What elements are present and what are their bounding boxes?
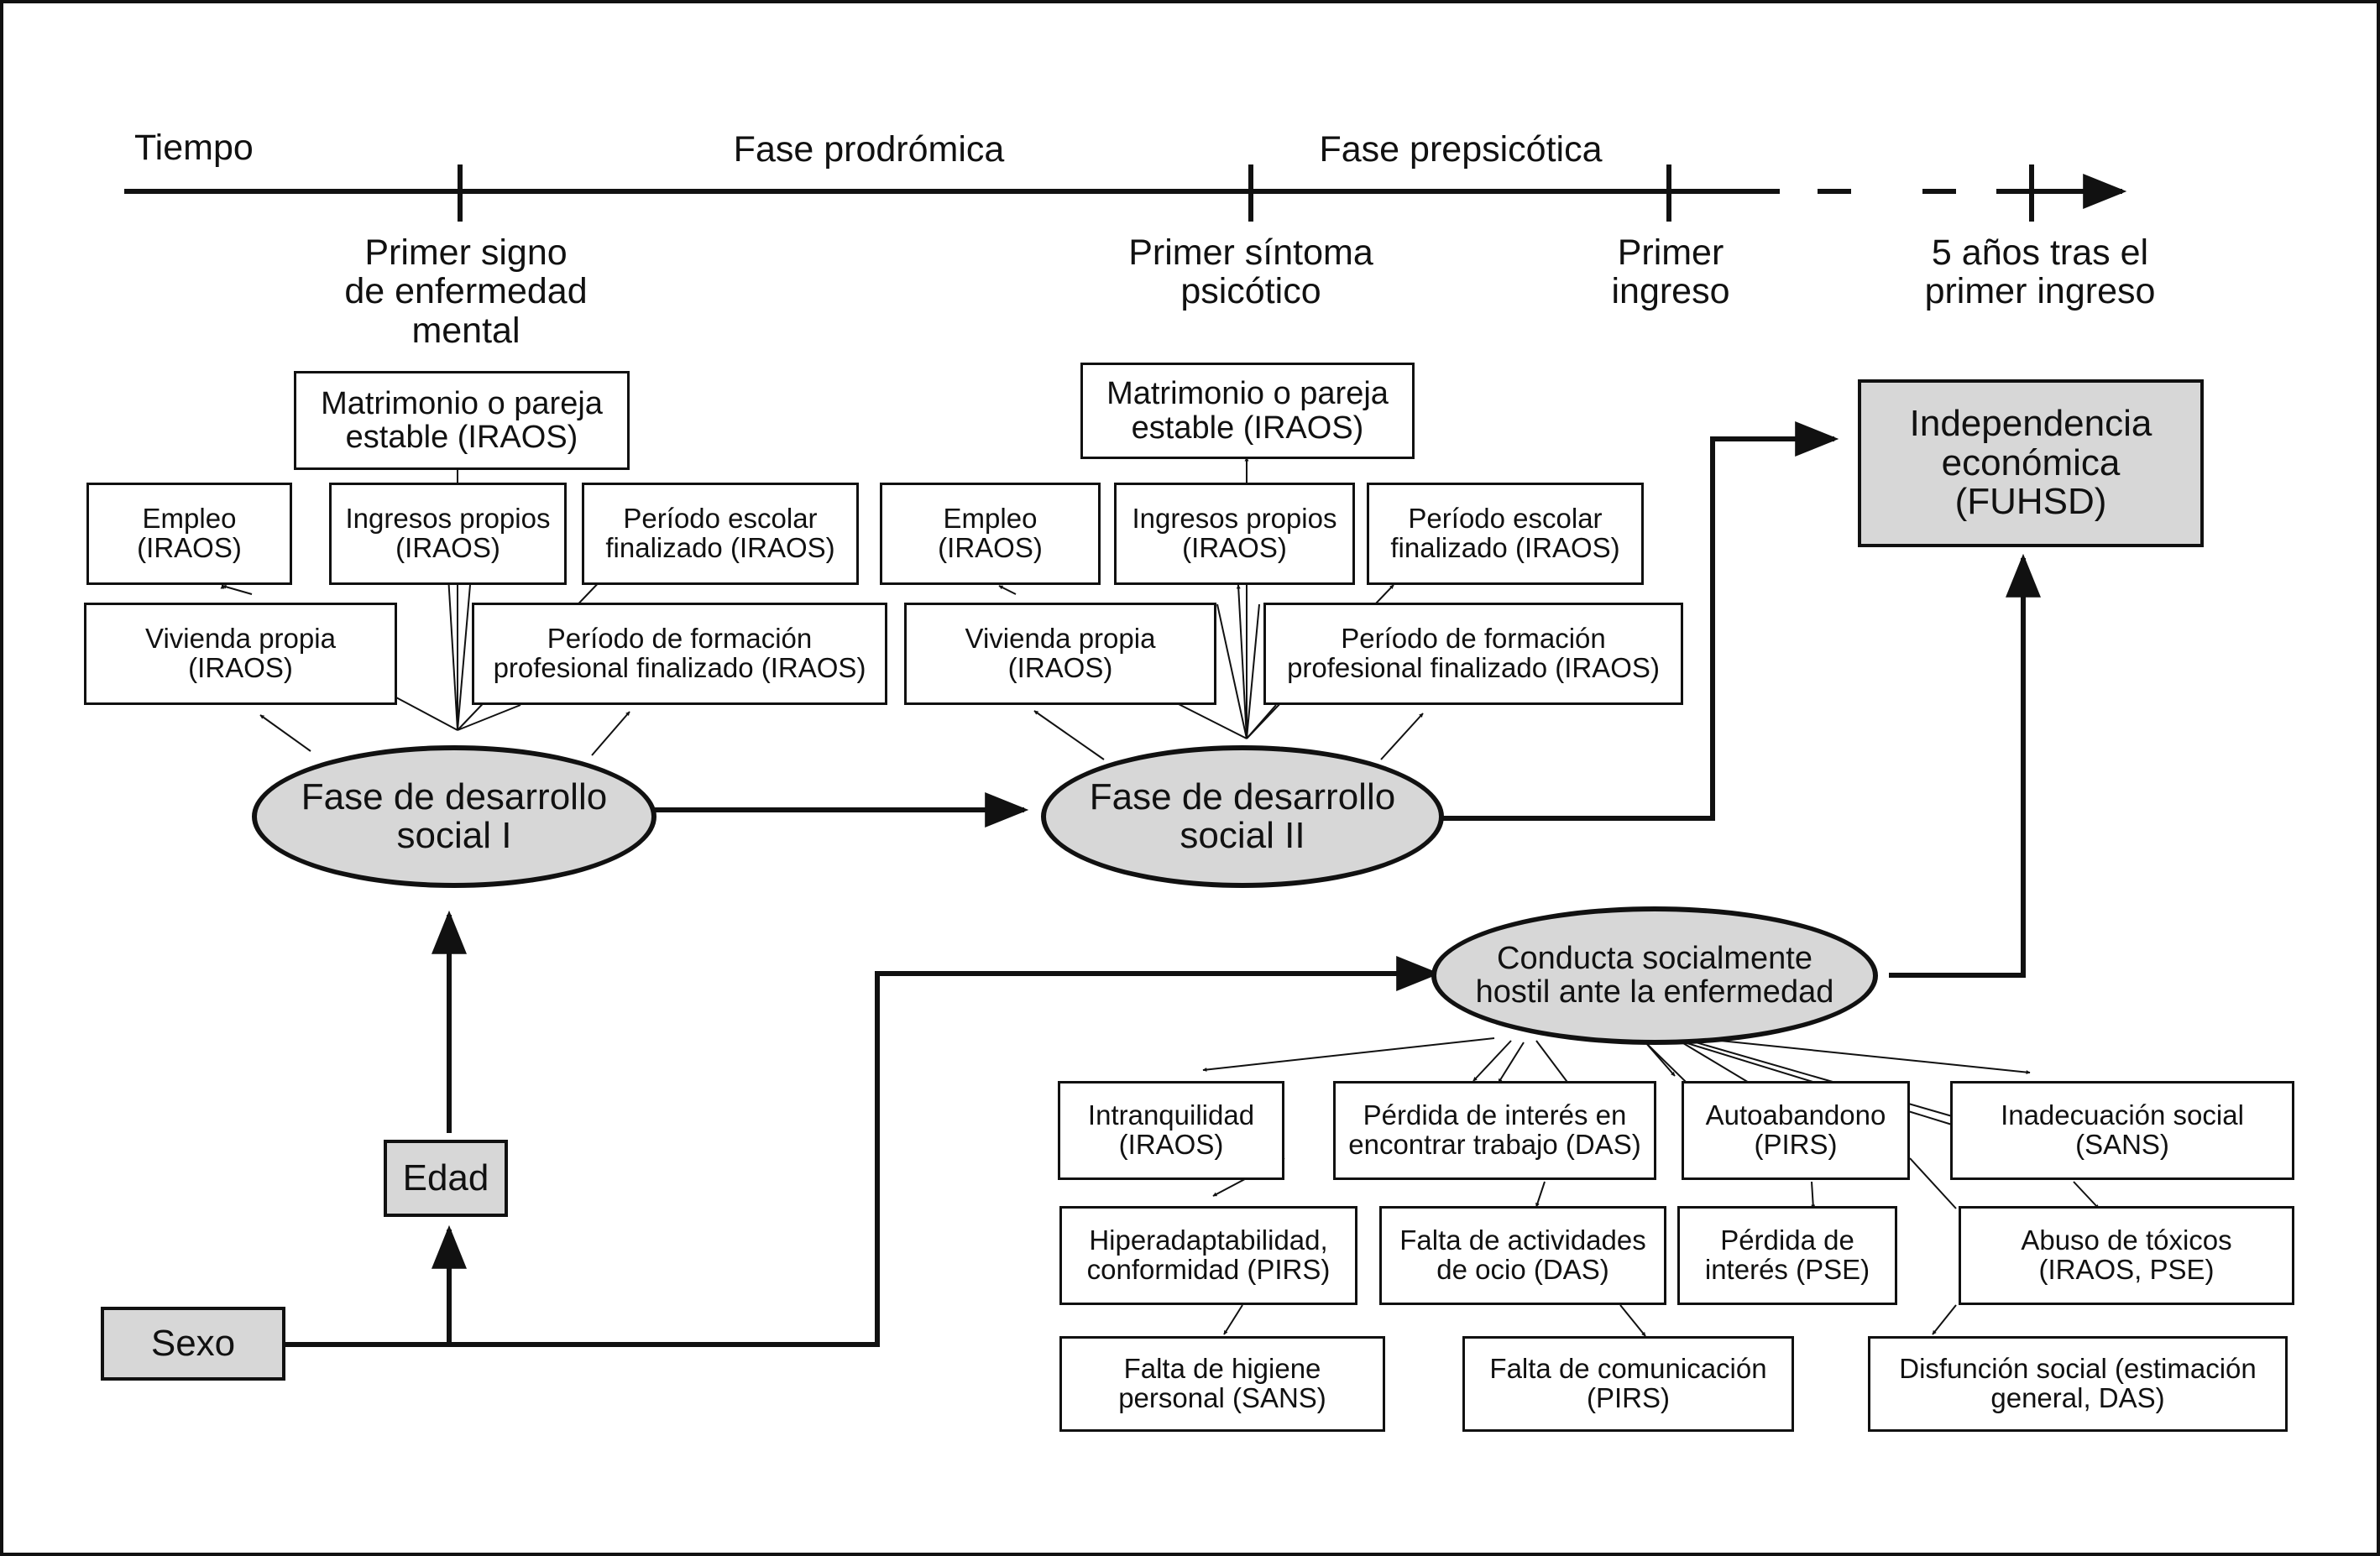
phase-label-prodromal: Fase prodrómica <box>733 129 1005 170</box>
communication-lack-box: Falta de comunicación(PIRS) <box>1462 1336 1794 1432</box>
milestone-first-sign: Primer signo de enfermedad mental <box>344 232 588 351</box>
self-neglect-box: Autoabandono(PIRS) <box>1682 1081 1910 1180</box>
arrow-to-employment-1 <box>222 584 253 595</box>
p2-income-box: Ingresos propios(IRAOS) <box>1114 483 1355 585</box>
milestone-first-psychotic-symptom: Primer síntoma psicótico <box>1128 232 1373 312</box>
milestone-first-admission: Primer ingreso <box>1611 232 1730 312</box>
social-inadequacy-box: Inadecuación social(SANS) <box>1950 1081 2294 1180</box>
substance-abuse-box: Abuso de tóxicos(IRAOS, PSE) <box>1959 1206 2294 1305</box>
hyperadaptability-box: Hiperadaptabilidad,conformidad (PIRS) <box>1059 1206 1357 1305</box>
p1-housing-box: Vivienda propia(IRAOS) <box>84 603 397 705</box>
age-box: Edad <box>384 1140 508 1217</box>
phase-label-prepsychotic: Fase prepsicótica <box>1319 129 1603 170</box>
p2-employment-box: Empleo(IRAOS) <box>880 483 1101 585</box>
p1-income-box: Ingresos propios(IRAOS) <box>329 483 567 585</box>
arrow-to-employment-2 <box>998 585 1017 595</box>
sex-box: Sexo <box>101 1307 285 1381</box>
p2-housing-box: Vivienda propia(IRAOS) <box>904 603 1216 705</box>
milestone-five-years-after: 5 años tras el primer ingreso <box>1924 232 2156 312</box>
timeline-start-label: Tiempo <box>134 128 254 168</box>
restlessness-box: Intranquilidad(IRAOS) <box>1058 1081 1284 1180</box>
timeline-axis <box>124 164 2127 222</box>
main-flow-arrows <box>285 421 2041 1347</box>
p1-employment-box: Empleo(IRAOS) <box>86 483 292 585</box>
